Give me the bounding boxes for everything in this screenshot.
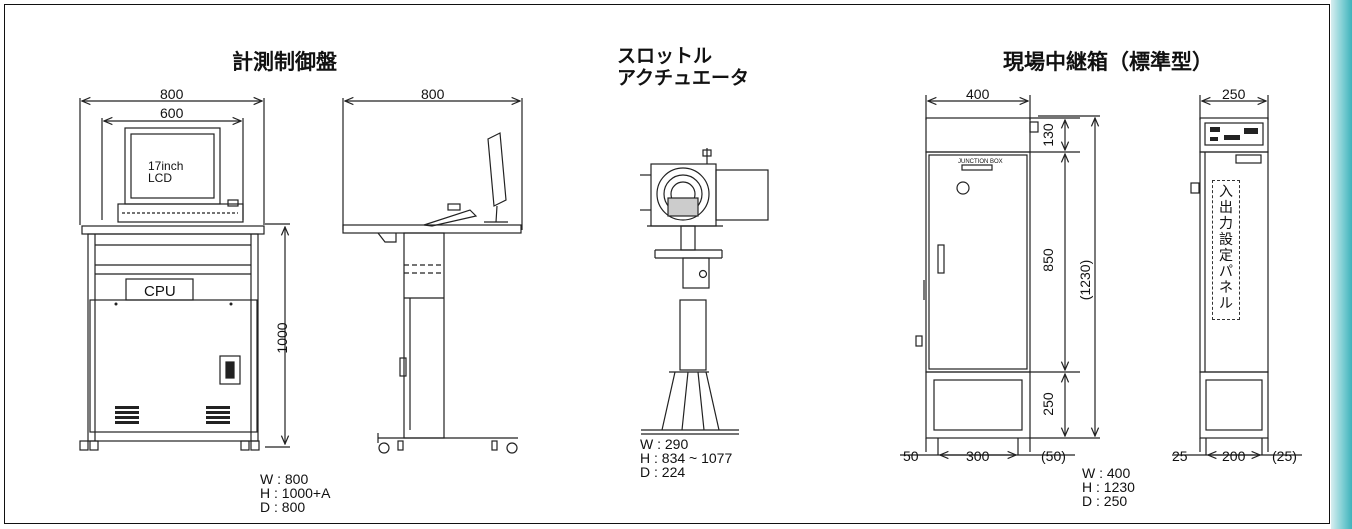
throttle-spec-depth: D : 224 bbox=[640, 464, 686, 480]
control-panel-side-drawing bbox=[342, 98, 523, 454]
dim-rb-right-offset: (50) bbox=[1041, 448, 1066, 464]
cp-spec-width: W : 800 bbox=[260, 471, 309, 487]
dim-rb-side-left: 25 bbox=[1172, 448, 1188, 464]
dim-rb-side-base: 200 bbox=[1222, 448, 1246, 464]
dim-rb-left-offset: 50 bbox=[903, 448, 919, 464]
decorative-side-band bbox=[1331, 0, 1352, 529]
dim-cp-height: 1000 bbox=[274, 322, 290, 354]
relay-box-side-drawing bbox=[1172, 95, 1302, 455]
lcd-label-line1: 17inch bbox=[148, 159, 184, 173]
rb-spec-height: H : 1230 bbox=[1082, 479, 1135, 495]
dim-rb-front-width: 400 bbox=[966, 86, 990, 102]
throttle-spec-width: W : 290 bbox=[640, 436, 689, 452]
relay-box-front-drawing bbox=[900, 95, 1100, 455]
title-throttle-line1: スロットル bbox=[617, 45, 713, 67]
dim-cp-front-inner: 600 bbox=[160, 105, 184, 121]
dim-cp-side-depth: 800 bbox=[421, 86, 445, 102]
title-relay-box: 現場中継箱（標準型） bbox=[1003, 50, 1213, 74]
panel-char: パ bbox=[1219, 264, 1233, 280]
io-settings-panel-label: 入 出 力 設 定 パ ネ ル bbox=[1212, 180, 1240, 320]
dim-rb-base: 300 bbox=[966, 448, 990, 464]
throttle-spec-height: H : 834 ~ 1077 bbox=[640, 450, 733, 466]
panel-char: 設 bbox=[1219, 232, 1233, 248]
title-throttle-line2: アクチュエータ bbox=[617, 67, 750, 89]
lcd-label-line2: LCD bbox=[148, 171, 173, 185]
dim-rb-side-right: (25) bbox=[1272, 448, 1297, 464]
rb-spec-depth: D : 250 bbox=[1082, 493, 1128, 509]
drawing-frame bbox=[4, 4, 1330, 524]
dim-rb-bottom: 250 bbox=[1040, 392, 1056, 416]
cp-spec-depth: D : 800 bbox=[260, 499, 306, 515]
throttle-actuator-drawing bbox=[640, 148, 769, 435]
rb-spec-width: W : 400 bbox=[1082, 465, 1131, 481]
panel-char: ネ bbox=[1219, 280, 1233, 296]
dim-rb-side-width: 250 bbox=[1222, 86, 1246, 102]
panel-char: 出 bbox=[1219, 200, 1233, 216]
panel-char: ル bbox=[1219, 296, 1233, 312]
cpu-label: CPU bbox=[144, 283, 176, 300]
control-panel-front-drawing bbox=[79, 98, 290, 451]
panel-char: 入 bbox=[1219, 184, 1233, 200]
cp-spec-height: H : 1000+A bbox=[260, 485, 331, 501]
dim-rb-top: 130 bbox=[1040, 123, 1056, 147]
dim-rb-mid: 850 bbox=[1040, 248, 1056, 272]
panel-char: 定 bbox=[1219, 248, 1233, 264]
panel-char: 力 bbox=[1219, 216, 1233, 232]
dim-rb-total: (1230) bbox=[1077, 259, 1093, 301]
junction-box-label: JUNCTION BOX bbox=[958, 159, 1003, 165]
title-control-panel: 計測制御盤 bbox=[232, 50, 337, 74]
dim-cp-front-width: 800 bbox=[160, 86, 184, 102]
